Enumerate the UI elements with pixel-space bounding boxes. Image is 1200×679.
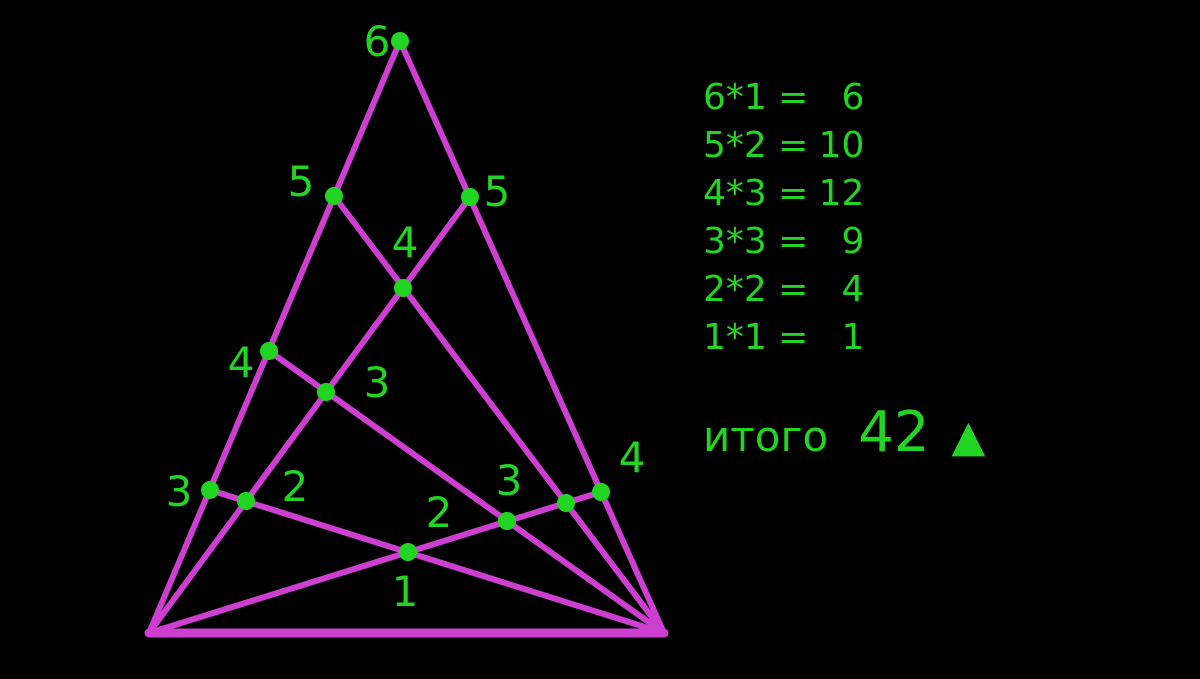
- calc-row-1: 6*1 = 6: [703, 74, 985, 122]
- calc-value-2: 10: [818, 125, 865, 166]
- intersection-dot-1: [391, 32, 409, 50]
- intersection-dot-5: [260, 342, 278, 360]
- point-label-8: 2: [282, 462, 309, 511]
- point-label-3: 5: [484, 167, 511, 216]
- cevian-right-lower: [207, 487, 667, 636]
- point-label-1: 6: [364, 17, 391, 66]
- calc-row-4: 3*3 = 9: [703, 218, 985, 266]
- calc-value-5: 4: [841, 269, 865, 310]
- calc-row-5: 2*2 = 4: [703, 266, 985, 314]
- triangle-side-right: [397, 38, 667, 636]
- intersection-dot-7: [201, 481, 219, 499]
- calc-value-1: 6: [841, 77, 865, 118]
- intersection-dot-12: [399, 543, 417, 561]
- calc-expression-6: 1*1 =: [703, 317, 809, 358]
- intersection-dot-11: [592, 483, 610, 501]
- total-label: итого: [703, 412, 829, 461]
- cevian-left-upper: [146, 194, 473, 636]
- calc-row-2: 5*2 = 10: [703, 122, 985, 170]
- total-row: итого 42 ▲: [703, 400, 985, 465]
- point-label-12: 1: [392, 567, 419, 616]
- point-label-6: 3: [364, 358, 391, 407]
- calc-expression-4: 3*3 =: [703, 221, 809, 262]
- calc-expression-5: 2*2 =: [703, 269, 809, 310]
- point-label-10: 3: [496, 456, 523, 505]
- point-label-7: 3: [166, 467, 193, 516]
- calc-expression-3: 4*3 =: [703, 173, 809, 214]
- calc-value-6: 1: [841, 317, 865, 358]
- intersection-dot-10: [557, 494, 575, 512]
- cevian-right-middle: [266, 348, 667, 636]
- cevian-right-upper: [331, 193, 667, 636]
- calc-value-3: 12: [818, 173, 865, 214]
- intersection-dot-3: [461, 188, 479, 206]
- calc-expression-1: 6*1 =: [703, 77, 809, 118]
- triangle-icon: ▲: [951, 411, 986, 462]
- intersection-dot-9: [498, 512, 516, 530]
- calc-row-6: 1*1 = 1: [703, 314, 985, 362]
- intersection-dot-2: [325, 187, 343, 205]
- calc-expression-2: 5*2 =: [703, 125, 809, 166]
- cevian-left-lower: [146, 489, 604, 636]
- intersection-dot-8: [237, 492, 255, 510]
- point-label-5: 4: [228, 338, 255, 387]
- point-label-4: 4: [392, 218, 419, 267]
- calc-row-3: 4*3 = 12: [703, 170, 985, 218]
- triangle-side-left: [146, 38, 403, 636]
- calculations-panel: 6*1 = 6 5*2 = 10 4*3 = 12 3*3 = 9 2*2 = …: [703, 74, 985, 465]
- point-label-9: 2: [426, 488, 453, 537]
- calc-value-4: 9: [841, 221, 865, 262]
- point-label-11: 4: [619, 433, 646, 482]
- point-label-2: 5: [288, 157, 315, 206]
- intersection-dot-6: [317, 383, 335, 401]
- intersection-dot-4: [394, 279, 412, 297]
- total-value: 42: [858, 400, 930, 465]
